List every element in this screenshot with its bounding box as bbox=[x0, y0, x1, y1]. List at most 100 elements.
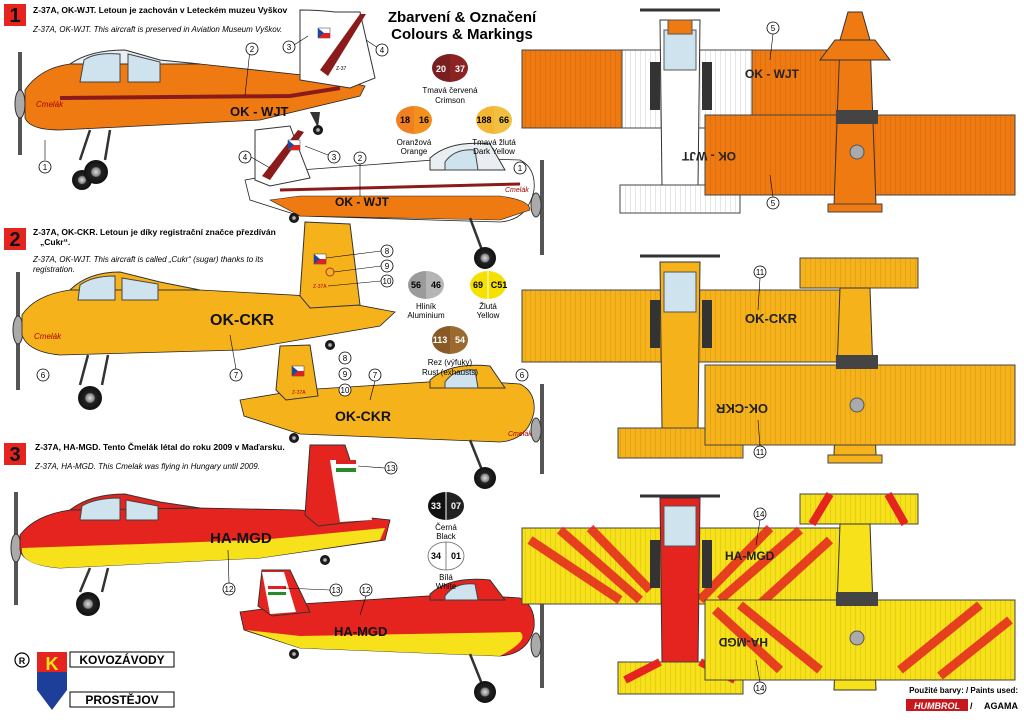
svg-text:R: R bbox=[19, 656, 26, 666]
svg-text:Tmavá červená: Tmavá červená bbox=[422, 86, 478, 95]
svg-text:Crimson: Crimson bbox=[435, 96, 465, 105]
callout-1: 1 bbox=[43, 163, 48, 172]
swatch-orange: 18 16 Oranžová Orange bbox=[396, 106, 432, 156]
svg-text:34: 34 bbox=[431, 551, 441, 561]
v1-side-left-reg: OK - WJT bbox=[230, 104, 289, 119]
v2-bottom-view: OK-CKR bbox=[704, 257, 1016, 464]
svg-text:HUMBROL: HUMBROL bbox=[914, 701, 960, 711]
svg-text:Oranžová: Oranžová bbox=[397, 138, 432, 147]
svg-text:66: 66 bbox=[499, 115, 509, 125]
svg-text:69: 69 bbox=[473, 280, 483, 290]
variant-3-caption-cz: Z-37A, HA-MGD. Tento Čmelák létal do rok… bbox=[35, 441, 285, 452]
v2-top-reg: OK-CKR bbox=[745, 311, 798, 326]
v3-bottom-reg: HA-MGD bbox=[718, 635, 768, 649]
v1-top-reg: OK - WJT bbox=[745, 67, 800, 81]
variant-2-caption-cz-2: „Cukr“. bbox=[40, 237, 70, 247]
svg-text:Tmavá žlutá: Tmavá žlutá bbox=[472, 138, 516, 147]
svg-text:Z-37: Z-37 bbox=[336, 66, 347, 72]
callout-7: 7 bbox=[234, 371, 239, 380]
svg-text:9: 9 bbox=[343, 370, 348, 379]
svg-text:5: 5 bbox=[771, 199, 776, 208]
svg-text:Cmelák: Cmelák bbox=[36, 100, 64, 109]
v1-side-left: Z-37 Cmelák OK - WJT bbox=[14, 9, 376, 190]
svg-text:2: 2 bbox=[9, 229, 20, 251]
v3-top-reg: HA-MGD bbox=[725, 549, 775, 563]
callout-13: 13 bbox=[387, 464, 396, 473]
v2-bottom-reg: OK-CKR bbox=[715, 401, 768, 416]
variant-2-caption-en-1: Z-37A, OK-WJT. This aircraft is called „… bbox=[32, 255, 263, 264]
svg-text:188: 188 bbox=[476, 115, 491, 125]
heading-en: Colours & Markings bbox=[391, 26, 533, 43]
svg-text:56: 56 bbox=[411, 280, 421, 290]
swatch-white: 34 01 Bílá White bbox=[427, 541, 465, 591]
callout-8: 8 bbox=[385, 247, 390, 256]
svg-text:Z-37A: Z-37A bbox=[313, 284, 327, 290]
svg-text:KOVOZÁVODY: KOVOZÁVODY bbox=[79, 652, 164, 667]
svg-text:33: 33 bbox=[431, 501, 441, 511]
svg-text:11: 11 bbox=[756, 448, 765, 457]
svg-text:3: 3 bbox=[9, 444, 20, 466]
svg-text:46: 46 bbox=[431, 280, 441, 290]
callout-10: 10 bbox=[383, 277, 392, 286]
svg-text:12: 12 bbox=[362, 586, 371, 595]
variant-1-badge: 1 bbox=[4, 4, 26, 27]
callout-11: 11 bbox=[756, 268, 765, 277]
svg-text:Rust (exhausts): Rust (exhausts) bbox=[422, 368, 478, 377]
svg-text:Cmelák: Cmelák bbox=[508, 431, 532, 438]
svg-text:Cmelák: Cmelák bbox=[34, 332, 62, 341]
v1-bottom-reg: OK - WJT bbox=[681, 149, 736, 163]
svg-text:Dark Yellow: Dark Yellow bbox=[473, 147, 515, 156]
svg-text:Hliník: Hliník bbox=[416, 302, 437, 311]
kovozavody-logo: R K KOVOZÁVODY PROSTĚJOV bbox=[14, 651, 175, 710]
callout-2: 2 bbox=[250, 45, 255, 54]
variant-2-caption-en-2: registration. bbox=[33, 265, 75, 274]
swatch-dark-yellow: 188 66 Tmavá žlutá Dark Yellow bbox=[472, 106, 516, 156]
variant-3-caption-en: Z-37A, HA-MGD. This Cmelak was flying in… bbox=[34, 462, 260, 471]
callout-6: 6 bbox=[41, 371, 46, 380]
svg-text:K: K bbox=[46, 654, 59, 674]
swatch-rust: 113 54 Rez (výfuky) Rust (exhausts) bbox=[422, 326, 478, 377]
variant-2-badge: 2 bbox=[4, 228, 26, 251]
variant-2-caption-cz-1: Z-37A, OK-CKR. Letoun je díky registračn… bbox=[33, 227, 276, 237]
svg-text:1: 1 bbox=[518, 164, 523, 173]
v3-side-left-reg: HA-MGD bbox=[210, 530, 272, 547]
v3-side-right-reg: HA-MGD bbox=[334, 624, 387, 639]
svg-text:Bílá: Bílá bbox=[439, 573, 453, 582]
v1-side-right: Cmelák OK - WJT bbox=[244, 125, 544, 269]
callout-12: 12 bbox=[225, 585, 234, 594]
svg-text:3: 3 bbox=[332, 153, 337, 162]
svg-text:2: 2 bbox=[358, 154, 363, 163]
variant-1-caption-en: Z-37A, OK-WJT. This aircraft is preserve… bbox=[32, 25, 282, 34]
callouts: 2 3 4 1 4 3 2 1 5 5 8 9 10 6 7 8 9 10 7 … bbox=[36, 21, 780, 695]
v3-side-left: HA-MGD bbox=[10, 444, 391, 616]
svg-text:16: 16 bbox=[419, 115, 429, 125]
swatch-yellow: 69 C51 Žlutá Yellow bbox=[470, 271, 507, 320]
svg-text:Black: Black bbox=[436, 532, 457, 541]
svg-text:Orange: Orange bbox=[401, 147, 428, 156]
svg-text:7: 7 bbox=[373, 371, 378, 380]
svg-text:C51: C51 bbox=[491, 280, 508, 290]
variant-1-caption-cz: Z-37A, OK-WJT. Letoun je zachován v Lete… bbox=[33, 5, 288, 15]
agama-logo: AGAMA bbox=[984, 701, 1018, 711]
svg-text:13: 13 bbox=[332, 586, 341, 595]
v2-side-left: Z-37A Cmelák OK-CKR bbox=[12, 221, 396, 410]
paints-used-label: Použité barvy: / Paints used: bbox=[909, 686, 1018, 695]
svg-text:6: 6 bbox=[520, 371, 525, 380]
v2-side-right-reg: OK-CKR bbox=[335, 408, 391, 424]
variant-3-badge: 3 bbox=[4, 443, 26, 466]
svg-text:White: White bbox=[436, 582, 457, 591]
v3-bottom-view: HA-MGD bbox=[704, 491, 1016, 691]
v1-side-right-reg: OK - WJT bbox=[335, 195, 390, 209]
callout-4: 4 bbox=[380, 46, 385, 55]
svg-text:Rez (výfuky): Rez (výfuky) bbox=[428, 358, 473, 367]
callout-14: 14 bbox=[756, 510, 765, 519]
callout-9: 9 bbox=[385, 262, 390, 271]
v1-bottom-view: OK - WJT bbox=[681, 11, 1016, 213]
svg-text:/: / bbox=[970, 701, 973, 711]
swatch-aluminium: 56 46 Hliník Aluminium bbox=[407, 271, 445, 320]
svg-text:4: 4 bbox=[243, 153, 248, 162]
callout-3: 3 bbox=[287, 43, 292, 52]
svg-text:20: 20 bbox=[436, 64, 446, 74]
